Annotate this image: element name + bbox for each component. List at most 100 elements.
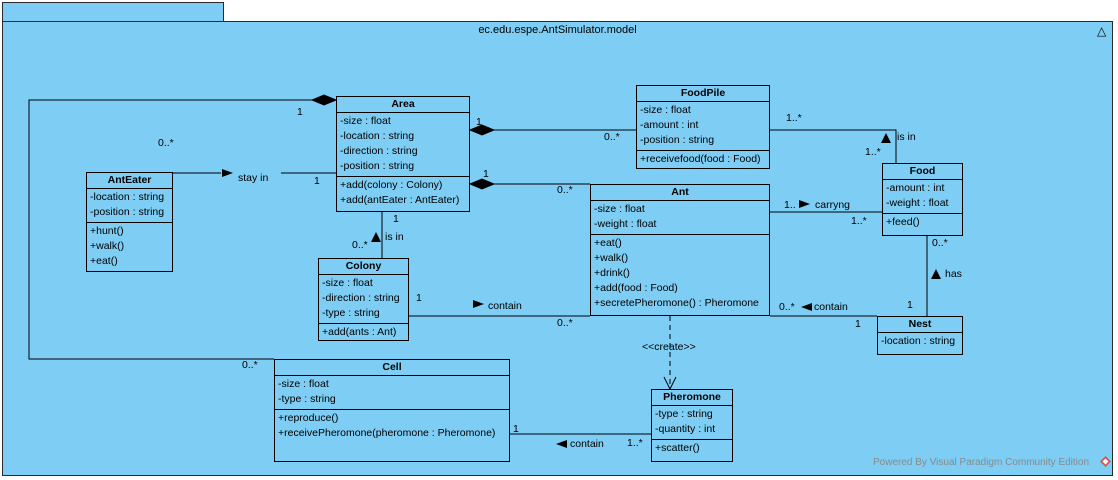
class-pheromone-name: Pheromone — [652, 390, 732, 406]
class-cell-operations: +reproduce() +receivePheromone(pheromone… — [275, 410, 509, 443]
multiplicity: 0..* — [604, 131, 620, 143]
class-colony-name: Colony — [319, 259, 408, 275]
attribute: -weight : float — [886, 197, 949, 209]
carrying-arrow-icon — [799, 200, 810, 208]
operation: +walk() — [90, 240, 125, 252]
foodpile-food-line — [770, 129, 897, 164]
class-nest-attributes: -location : string — [878, 333, 962, 351]
has-arrow-icon — [931, 269, 941, 279]
area-cell-diamond — [310, 94, 338, 106]
multiplicity: 0..* — [779, 301, 795, 313]
multiplicity: 1..* — [627, 437, 643, 449]
stereotype-create: <<create>> — [642, 341, 696, 353]
relation-label-has: has — [945, 268, 962, 280]
contain-cell-arrow-icon — [556, 440, 567, 448]
attribute: -amount : int — [886, 182, 945, 194]
class-area-operations: +add(colony : Colony) +add(antEater : An… — [337, 177, 469, 210]
multiplicity: 1 — [393, 213, 399, 225]
multiplicity: 1 — [907, 299, 913, 311]
attribute: -quantity : int — [655, 423, 716, 435]
relation-label-contain-colony: contain — [488, 300, 522, 312]
class-foodpile-attributes: -size : float -amount : int -position : … — [637, 102, 769, 151]
attribute: -size : float — [278, 378, 329, 390]
package-frame[interactable] — [2, 21, 1113, 476]
class-anteater-name: AntEater — [87, 173, 172, 189]
contain-nest-arrow-icon — [801, 303, 812, 311]
class-nest[interactable]: Nest -location : string — [877, 316, 963, 355]
class-food[interactable]: Food -amount : int -weight : float +feed… — [882, 163, 963, 236]
relation-label-is-in-food: is in — [897, 131, 916, 143]
attribute: -direction : string — [322, 292, 400, 304]
class-anteater-attributes: -location : string -position : string — [87, 189, 172, 223]
class-anteater-operations: +hunt() +walk() +eat() — [87, 223, 172, 271]
powered-by-footer: Powered By Visual Paradigm Community Edi… — [873, 457, 1090, 468]
multiplicity: 1 — [297, 106, 303, 118]
operation: +drink() — [594, 267, 630, 279]
operation: +add(ants : Ant) — [322, 326, 397, 338]
class-area-name: Area — [337, 97, 469, 113]
multiplicity: 1 — [314, 175, 320, 187]
multiplicity: 1 — [513, 423, 519, 435]
class-pheromone[interactable]: Pheromone -type : string -quantity : int… — [651, 389, 733, 462]
multiplicity: 1..* — [865, 146, 881, 158]
operation: +add(colony : Colony) — [340, 179, 443, 191]
collapse-triangle-icon[interactable]: △ — [1097, 24, 1107, 38]
multiplicity: 0..* — [932, 237, 948, 249]
class-pheromone-attributes: -type : string -quantity : int — [652, 406, 732, 440]
class-foodpile-name: FoodPile — [637, 86, 769, 102]
class-colony-operations: +add(ants : Ant) — [319, 324, 408, 342]
class-cell[interactable]: Cell -size : float -type : string +repro… — [274, 359, 510, 462]
operation: +add(antEater : AntEater) — [340, 194, 460, 206]
attribute: -direction : string — [340, 145, 418, 157]
class-colony-attributes: -size : float -direction : string -type … — [319, 275, 408, 324]
class-anteater[interactable]: AntEater -location : string -position : … — [86, 172, 173, 272]
class-cell-name: Cell — [275, 360, 509, 376]
attribute: -position : string — [340, 160, 415, 172]
attribute: -location : string — [340, 130, 415, 142]
relation-label-contain-cell: contain — [570, 438, 604, 450]
class-ant[interactable]: Ant -size : float -weight : float +eat()… — [590, 184, 770, 316]
class-foodpile-operations: +receivefood(food : Food) — [637, 151, 769, 169]
operation: +walk() — [594, 252, 629, 264]
class-area[interactable]: Area -size : float -location : string -d… — [336, 96, 470, 212]
class-food-name: Food — [883, 164, 962, 180]
relation-label-carrying: carryng — [815, 199, 851, 211]
multiplicity: 1.. — [784, 199, 796, 211]
package-title: ec.edu.espe.AntSimulator.model — [478, 24, 637, 36]
multiplicity: 0..* — [158, 137, 174, 149]
attribute: -type : string — [655, 408, 713, 420]
class-food-operations: +feed() — [883, 214, 962, 232]
area-cell-composition-line — [28, 99, 312, 360]
attribute: -position : string — [90, 206, 165, 218]
visual-paradigm-logo-icon — [1100, 456, 1111, 467]
area-ant-diamond — [468, 178, 496, 190]
class-foodpile[interactable]: FoodPile -size : float -amount : int -po… — [636, 85, 770, 169]
class-pheromone-operations: +scatter() — [652, 440, 732, 458]
operation: +hunt() — [90, 225, 124, 237]
class-cell-attributes: -size : float -type : string — [275, 376, 509, 410]
is-in-food-arrow-icon — [881, 133, 891, 143]
multiplicity: 1..* — [851, 215, 867, 227]
attribute: -size : float — [340, 115, 391, 127]
contain-colony-arrow-icon — [473, 300, 484, 308]
operation: +reproduce() — [278, 412, 339, 424]
operation: +feed() — [886, 216, 920, 228]
class-nest-name: Nest — [878, 317, 962, 333]
class-ant-attributes: -size : float -weight : float — [591, 201, 769, 235]
class-colony[interactable]: Colony -size : float -direction : string… — [318, 258, 409, 341]
attribute: -size : float — [594, 203, 645, 215]
operation: +add(food : Food) — [594, 282, 678, 294]
multiplicity: 0..* — [557, 184, 573, 196]
attribute: -amount : int — [640, 119, 699, 131]
attribute: -type : string — [278, 393, 336, 405]
multiplicity: 0..* — [557, 317, 573, 329]
attribute: -weight : float — [594, 218, 657, 230]
operation: +receivefood(food : Food) — [640, 153, 761, 165]
multiplicity: 1..* — [786, 112, 802, 124]
is-in-colony-arrow-icon — [371, 232, 381, 242]
class-ant-name: Ant — [591, 185, 769, 201]
attribute: -position : string — [640, 134, 715, 146]
multiplicity: 0..* — [352, 239, 368, 251]
